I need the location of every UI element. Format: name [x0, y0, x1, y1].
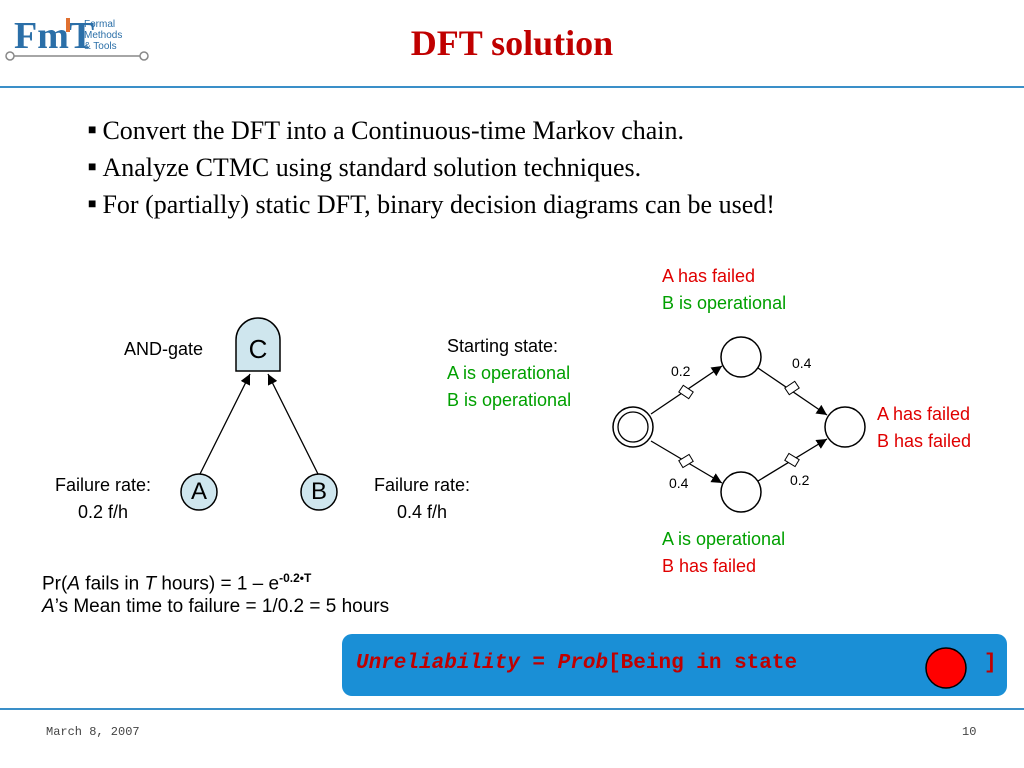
logo-line-1: Formal: [84, 19, 115, 30]
formula-text: Pr(: [42, 573, 68, 595]
rate-top-to-right: 0.4: [792, 355, 812, 371]
header-divider: [0, 86, 1024, 88]
square-bullet-icon: ■: [88, 197, 97, 212]
closing-bracket: ]: [984, 652, 997, 675]
failure-rate-a: Failure rate: 0.2 f/h: [42, 472, 164, 526]
start-state-b: B is operational: [447, 390, 572, 410]
bullet-item: ■ Analyze CTMC using standard solution te…: [88, 149, 775, 186]
ctmc-start-state-inner: [617, 411, 649, 443]
logo-line-2: Methods: [84, 30, 122, 41]
square-bullet-icon: ■: [88, 160, 97, 175]
rate-start-to-top: 0.2: [671, 363, 691, 379]
footer-divider: [0, 708, 1024, 710]
basic-event-a: [180, 473, 218, 511]
fmt-logo-graphic: FmT Formal Methods & Tools: [5, 15, 149, 61]
mttf-text: ’s Mean time to failure = 1/0.2 = 5 hour…: [54, 596, 390, 617]
and-gate-label: AND-gate: [124, 339, 204, 359]
top-event-c-label: C: [248, 334, 268, 364]
page-number: 10: [962, 725, 977, 739]
rate-bottom-to-right: 0.2: [790, 472, 810, 488]
node-b-label: B: [310, 478, 327, 505]
transition-marker: [784, 380, 800, 396]
transition-marker: [678, 453, 694, 469]
right-state-label-block: A has failed B has failed: [877, 401, 971, 455]
node-a-label: A: [190, 478, 207, 505]
formula-text: fails in: [80, 573, 145, 595]
footer-date: March 8, 2007: [46, 725, 140, 739]
start-state-a: A is operational: [447, 363, 571, 383]
transition-marker: [784, 452, 800, 468]
basic-event-b: [300, 473, 338, 511]
bullet-text: Analyze CTMC using standard solution tec…: [102, 153, 642, 182]
unreliability-word: Unreliability: [356, 652, 520, 675]
formula-var-a: A: [67, 573, 81, 595]
ctmc-start-label-block: Starting state: A is operational B is op…: [447, 333, 571, 414]
formula-text: hours) = 1 – e: [156, 573, 280, 595]
being-in-state-text: [Being in state: [608, 652, 798, 675]
failure-probability-formula: Pr(A fails in T hours) = 1 – e-0.2•T: [42, 565, 311, 597]
bullet-text: Convert the DFT into a Continuous-time M…: [102, 116, 685, 145]
top-state-b: B is operational: [662, 293, 787, 313]
unreliability-box: [342, 634, 1007, 696]
right-state-b: B has failed: [877, 431, 972, 451]
mttf-var-a: A: [42, 596, 55, 617]
edge-a-to-c: [199, 373, 251, 475]
top-state-label-block: A has failed B is operational: [662, 263, 786, 317]
rate-start-to-bottom: 0.4: [669, 475, 689, 491]
failed-state-red-circle: [925, 647, 967, 689]
start-state-label: Starting state:: [447, 336, 559, 356]
failure-rate-a-value: 0.2 f/h: [77, 502, 129, 522]
logo-line-3: & Tools: [84, 41, 117, 52]
mttf-formula: A’s Mean time to failure = 1/0.2 = 5 hou…: [42, 593, 389, 620]
square-bullet-icon: ■: [88, 123, 97, 138]
right-state-a: A has failed: [877, 404, 971, 424]
failure-rate-a-label: Failure rate:: [54, 475, 152, 495]
bottom-state-b: B has failed: [662, 556, 757, 576]
formula-var-t: T: [144, 573, 157, 595]
slide-title: DFT solution: [410, 23, 614, 63]
ctmc-state-a-failed: [720, 336, 762, 378]
ctmc-state-b-failed: [720, 471, 762, 513]
ctmc-state-both-failed: [824, 406, 866, 448]
bullet-text: For (partially) static DFT, binary decis…: [102, 190, 775, 219]
edge-b-to-c: [267, 373, 319, 475]
logo-letters: FmT: [14, 15, 94, 57]
prob-word: Prob: [557, 652, 609, 675]
and-gate-shape: [235, 317, 281, 372]
equals-sign: =: [519, 652, 558, 675]
fmt-logo: FmT Formal Methods & Tools: [4, 8, 154, 70]
bottom-state-label-block: A is operational B has failed: [662, 526, 785, 580]
unreliability-formula: Unreliability = Prob[Being in state: [356, 652, 797, 675]
formula-exponent: -0.2•T: [279, 571, 312, 585]
top-state-a: A has failed: [662, 266, 756, 286]
failure-rate-b: Failure rate: 0.4 f/h: [361, 472, 483, 526]
bullet-item: ■ Convert the DFT into a Continuous-time …: [88, 112, 775, 149]
transition-marker: [678, 384, 694, 400]
bullet-list: ■ Convert the DFT into a Continuous-time …: [88, 112, 775, 223]
failure-rate-b-label: Failure rate:: [373, 475, 471, 495]
failure-rate-b-value: 0.4 f/h: [396, 502, 448, 522]
bullet-item: ■ For (partially) static DFT, binary deci…: [88, 186, 775, 223]
bottom-state-a: A is operational: [662, 529, 786, 549]
